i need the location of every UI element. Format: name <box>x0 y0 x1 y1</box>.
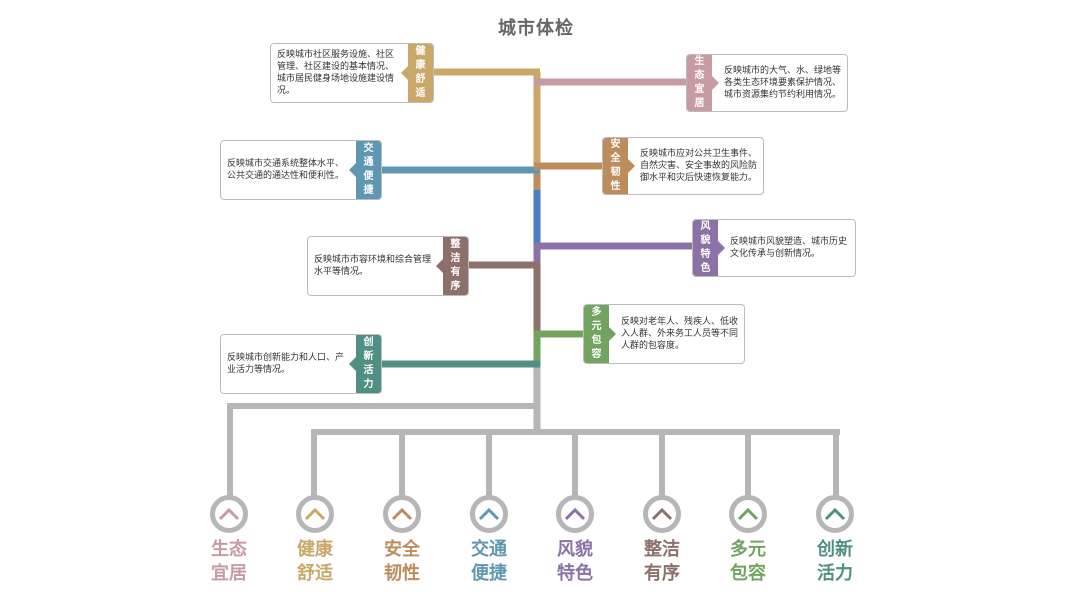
card-landscape-tag: 风貌特色 <box>693 220 725 276</box>
card-safety-tag: 安全韧性 <box>603 138 635 194</box>
chevron-up-icon <box>478 507 500 521</box>
page-title: 城市体检 <box>498 18 574 39</box>
card-order-tag: 整洁有序 <box>436 237 468 295</box>
circle-transport <box>470 495 508 533</box>
circle-order <box>643 495 681 533</box>
card-ecology-desc: 反映城市的大气、水、绿地等各类生态环境要素保护情况、城市资源集约节约利用情况。 <box>724 66 842 100</box>
card-order-desc: 反映城市市容环境和综合管理水平等情况。 <box>314 255 432 277</box>
chevron-up-icon <box>391 507 413 521</box>
card-transport-desc: 反映城市交通系统整体水平、公共交通的通达性和便利性。 <box>227 159 345 181</box>
card-health-tag: 健康舒适 <box>401 44 433 102</box>
label-safety: 安全韧性 <box>384 539 420 584</box>
circle-inclusive <box>729 495 767 533</box>
card-health: 反映城市社区服务设施、社区管理、社区建设的基本情况、城市居民健身场地设施建设情况… <box>270 43 434 103</box>
label-landscape: 风貌特色 <box>557 539 593 584</box>
card-order: 反映城市市容环境和综合管理水平等情况。 整洁有序 <box>307 236 469 296</box>
circle-safety <box>383 495 421 533</box>
chevron-up-icon <box>824 507 846 521</box>
card-inclusive-tag: 多元包容 <box>584 305 616 363</box>
card-safety: 安全韧性 反映城市应对公共卫生事件、自然灾害、安全事故的风险防御水平和灾后快速恢… <box>602 137 764 195</box>
label-order: 整洁有序 <box>644 539 680 584</box>
card-health-desc: 反映城市社区服务设施、社区管理、社区建设的基本情况、城市居民健身场地设施建设情况… <box>277 50 395 96</box>
label-inclusive: 多元包容 <box>730 539 766 584</box>
card-ecology: 生态宜居 反映城市的大气、水、绿地等各类生态环境要素保护情况、城市资源集约节约利… <box>686 54 848 112</box>
chevron-up-icon <box>651 507 673 521</box>
card-transport-tag: 交通便捷 <box>349 141 381 199</box>
chevron-up-icon <box>304 507 326 521</box>
card-landscape-desc: 反映城市风貌塑造、城市历史文化传承与创新情况。 <box>730 237 848 259</box>
chevron-up-icon <box>218 507 240 521</box>
label-transport: 交通便捷 <box>471 539 507 584</box>
circle-landscape <box>556 495 594 533</box>
label-innovation: 创新活力 <box>817 539 853 584</box>
card-innovation: 反映城市创新能力和人口、产业活力等情况。 创新活力 <box>220 334 382 394</box>
card-landscape: 风貌特色 反映城市风貌塑造、城市历史文化传承与创新情况。 <box>692 219 856 277</box>
card-ecology-tag: 生态宜居 <box>687 55 719 111</box>
circle-innovation <box>816 495 854 533</box>
chevron-up-icon <box>564 507 586 521</box>
circle-ecology <box>210 495 248 533</box>
circle-health <box>296 495 334 533</box>
card-transport: 反映城市交通系统整体水平、公共交通的通达性和便利性。 交通便捷 <box>220 140 382 200</box>
label-ecology: 生态宜居 <box>211 539 247 584</box>
card-inclusive-desc: 反映对老年人、残疾人、低收入人群、外来务工人员等不同人群的包容度。 <box>621 317 739 351</box>
card-inclusive: 多元包容 反映对老年人、残疾人、低收入人群、外来务工人员等不同人群的包容度。 <box>583 304 745 364</box>
card-innovation-tag: 创新活力 <box>349 335 381 393</box>
card-innovation-desc: 反映城市创新能力和人口、产业活力等情况。 <box>227 353 345 375</box>
card-safety-desc: 反映城市应对公共卫生事件、自然灾害、安全事故的风险防御水平和灾后快速恢复能力。 <box>640 149 758 183</box>
chevron-up-icon <box>737 507 759 521</box>
label-health: 健康舒适 <box>297 539 333 584</box>
